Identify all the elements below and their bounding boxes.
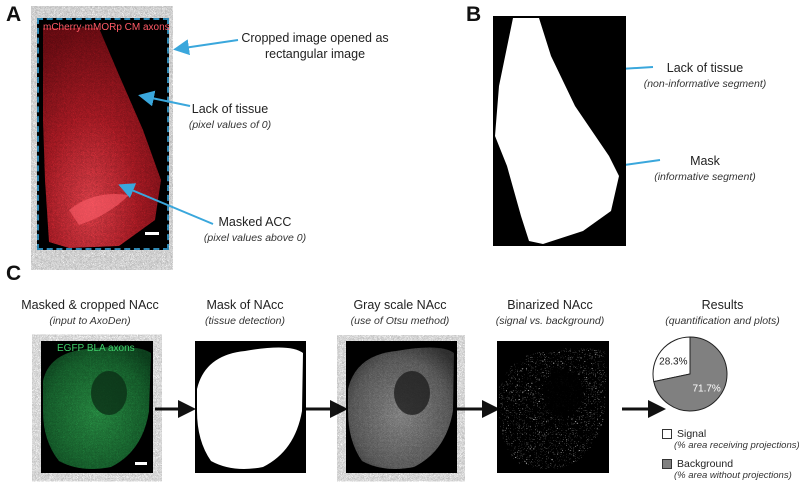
step-3-note: (use of Otsu method) xyxy=(350,315,450,327)
step-title-grayscale: Gray scale NAcc (use of Otsu method) xyxy=(330,297,470,329)
pie-label-signal: 28.3% xyxy=(659,356,687,367)
step-4-note: (signal vs. background) xyxy=(495,315,605,327)
legend-background-swatch xyxy=(662,459,672,469)
annotation-cropped-title: Cropped image opened as xyxy=(241,31,389,45)
annotation-mask-note: (informative segment) xyxy=(654,171,756,183)
pie-label-background: 71.7% xyxy=(692,384,720,395)
step-title-mask: Mask of NAcc (tissue detection) xyxy=(180,297,310,329)
nacc-mask-image xyxy=(195,341,306,473)
step-2-title: Mask of NAcc xyxy=(206,298,284,312)
annotation-masked-acc-note: (pixel values above 0) xyxy=(203,232,307,244)
nacc-image-caption: EGFP BLA axons xyxy=(57,343,135,354)
step-4-title: Binarized NAcc xyxy=(507,298,593,312)
arrow-lack-tissue-a xyxy=(138,90,191,107)
legend-signal-label: Signal xyxy=(677,428,707,440)
pie-slice-signal xyxy=(652,336,691,383)
legend-background-label: Background xyxy=(677,458,734,470)
annotation-lack-tissue-a: Lack of tissue (pixel values of 0) xyxy=(160,101,300,133)
panel-letter-c: C xyxy=(6,262,22,285)
step-1-title: Masked & cropped NAcc xyxy=(21,298,159,312)
legend-signal-swatch xyxy=(662,429,672,439)
panel-letter-b: B xyxy=(466,3,482,26)
annotation-masked-acc: Masked ACC (pixel values above 0) xyxy=(185,214,325,246)
scale-bar-c xyxy=(135,462,147,465)
acc-image-caption: mCherry-mMORp CM axons xyxy=(43,22,170,33)
step-2-note: (tissue detection) xyxy=(205,315,285,327)
annotation-mask-title: Mask xyxy=(690,154,720,168)
annotation-lack-tissue-b-note: (non-informative segment) xyxy=(643,78,767,90)
panel-letter-a: A xyxy=(6,3,22,26)
arrow-cropped xyxy=(173,39,239,56)
results-pie-chart: 28.3% 71.7% xyxy=(652,336,728,412)
legend-background-note: (% area without projections) xyxy=(674,470,792,481)
annotation-lack-tissue-a-title: Lack of tissue xyxy=(191,102,269,116)
step-5-note: (quantification and plots) xyxy=(665,315,780,327)
nacc-mask-shape xyxy=(197,347,303,469)
mask-image-b xyxy=(493,16,626,246)
mask-shape-b xyxy=(495,18,619,244)
annotation-lack-tissue-b-title: Lack of tissue xyxy=(666,61,744,75)
annotation-cropped-title2: rectangular image xyxy=(264,47,366,61)
annotation-lack-tissue-b: Lack of tissue (non-informative segment) xyxy=(620,60,790,92)
legend-background: Background (% area without projections) xyxy=(662,458,799,481)
step-5-title: Results xyxy=(701,298,744,312)
annotation-masked-acc-title: Masked ACC xyxy=(218,215,292,229)
legend-signal-note: (% area receiving projections) xyxy=(674,440,799,451)
step-title-binarized: Binarized NAcc (signal vs. background) xyxy=(480,297,620,329)
scale-bar xyxy=(145,232,159,235)
nacc-grayscale-image xyxy=(346,341,457,473)
nacc-binarized-shape xyxy=(499,347,607,470)
annotation-cropped: Cropped image opened as rectangular imag… xyxy=(220,30,410,62)
step-title-results: Results (quantification and plots) xyxy=(650,297,795,329)
arrow-masked-acc xyxy=(118,183,214,225)
nacc-green-shape xyxy=(43,346,151,469)
step-1-note: (input to AxoDen) xyxy=(49,315,131,327)
annotation-mask: Mask (informative segment) xyxy=(630,153,780,185)
step-3-title: Gray scale NAcc xyxy=(353,298,447,312)
pie-slice-background xyxy=(653,336,728,412)
annotation-lack-tissue-a-note: (pixel values of 0) xyxy=(188,119,272,131)
legend-signal: Signal (% area receiving projections) xyxy=(662,428,799,451)
step-title-masked-cropped: Masked & cropped NAcc (input to AxoDen) xyxy=(10,297,170,329)
nacc-green-image: EGFP BLA axons xyxy=(41,341,153,473)
nacc-grayscale-shape xyxy=(348,347,454,469)
nacc-binarized-image xyxy=(497,341,609,473)
